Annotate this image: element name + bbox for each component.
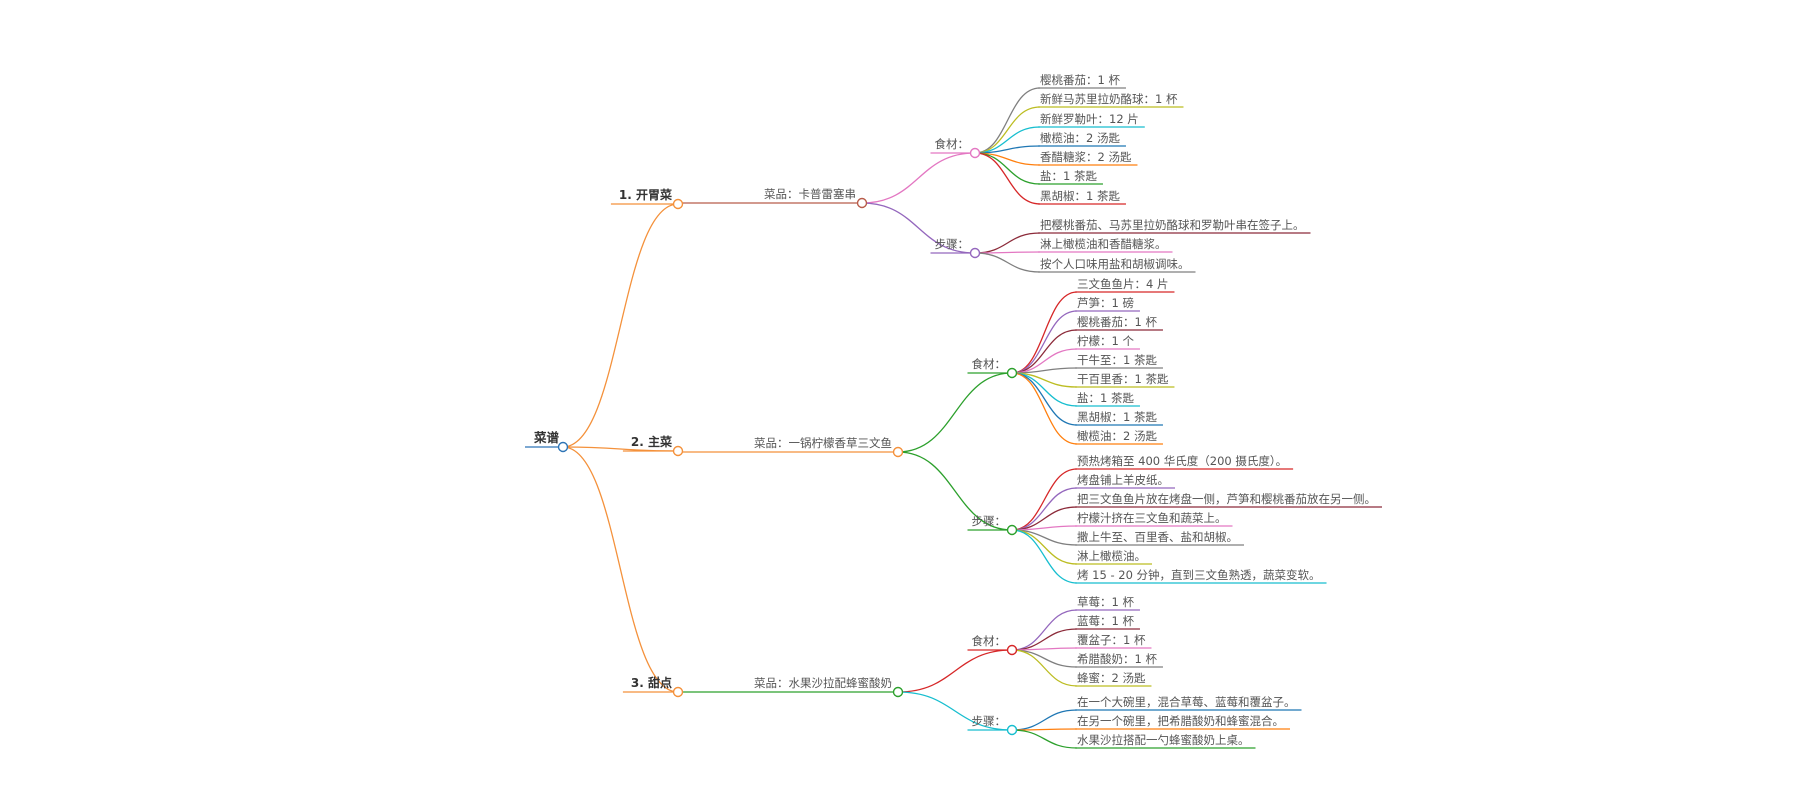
ingredients-1-item-edge: [974, 87, 1041, 154]
dish-label-2[interactable]: 菜品：一锅柠檬香草三文鱼: [754, 436, 892, 450]
steps-3-item[interactable]: 在一个大碗里，混合草莓、蓝莓和覆盆子。: [1077, 695, 1296, 709]
steps-2-item[interactable]: 撒上牛至、百里香、盐和胡椒。: [1077, 530, 1238, 544]
ingredients-3-item[interactable]: 蓝莓：1 杯: [1077, 614, 1134, 628]
steps-1-item[interactable]: 淋上橄榄油和香醋糖浆。: [1040, 237, 1167, 251]
ingredients-1-item[interactable]: 新鲜罗勒叶：12 片: [1040, 112, 1139, 126]
ingredients-2-item[interactable]: 干百里香：1 茶匙: [1077, 372, 1169, 386]
ingredients-2-item[interactable]: 三文鱼鱼片：4 片: [1077, 277, 1168, 291]
ingredients-2-item-edge: [1011, 372, 1078, 407]
ingredients-2-node[interactable]: [1006, 367, 1018, 379]
ingredients-2-label[interactable]: 食材：: [972, 357, 1007, 371]
course-title-3[interactable]: 3. 甜点: [631, 675, 672, 690]
steps-3-label[interactable]: 步骤：: [972, 714, 1007, 728]
steps-3-edge: [897, 691, 1013, 731]
steps-2-node[interactable]: [1006, 524, 1018, 536]
steps-1-item[interactable]: 把樱桃番茄、马苏里拉奶酪球和罗勒叶串在签子上。: [1040, 218, 1305, 232]
ingredients-3-node[interactable]: [1006, 644, 1018, 656]
root-label[interactable]: 菜谱: [533, 430, 560, 445]
steps-1-node[interactable]: [969, 247, 981, 259]
steps-1-label[interactable]: 步骤：: [935, 237, 970, 251]
steps-3-node[interactable]: [1006, 724, 1018, 736]
ingredients-3-item-edge: [1011, 628, 1078, 651]
steps-2-label[interactable]: 步骤：: [972, 514, 1007, 528]
dish-label-3[interactable]: 菜品：水果沙拉配蜂蜜酸奶: [754, 676, 892, 690]
course-node-2[interactable]: [672, 445, 684, 457]
mindmap-nodes: 菜谱1. 开胃菜菜品：卡普雷塞串食材：樱桃番茄：1 杯新鲜马苏里拉奶酪球：1 杯…: [533, 73, 1376, 747]
root-node[interactable]: [557, 441, 569, 453]
steps-1-edge: [861, 202, 976, 254]
ingredients-2-edge: [897, 372, 1013, 453]
ingredients-3-edge: [897, 649, 1013, 693]
ingredients-2-item[interactable]: 盐：1 茶匙: [1077, 391, 1134, 405]
steps-3-item-edge: [1011, 709, 1078, 731]
steps-2-item[interactable]: 烤 15 - 20 分钟，直到三文鱼熟透，蔬菜变软。: [1077, 568, 1321, 582]
ingredients-1-item[interactable]: 黑胡椒：1 茶匙: [1040, 189, 1120, 203]
ingredients-3-item-edge: [1011, 649, 1078, 687]
course-node-3[interactable]: [672, 686, 684, 698]
ingredients-1-label[interactable]: 食材：: [935, 137, 970, 151]
steps-2-item-edge: [1011, 487, 1078, 531]
ingredients-2-item-edge: [1011, 372, 1078, 445]
dish-node-2[interactable]: [892, 446, 904, 458]
ingredients-2-item[interactable]: 芦笋：1 磅: [1077, 296, 1134, 310]
ingredients-1-item[interactable]: 盐：1 茶匙: [1040, 169, 1097, 183]
mindmap-edges: [525, 87, 1382, 749]
steps-2-item[interactable]: 柠檬汁挤在三文鱼和蔬菜上。: [1077, 511, 1227, 525]
ingredients-3-item[interactable]: 草莓：1 杯: [1077, 595, 1134, 609]
ingredients-2-item[interactable]: 干牛至：1 茶匙: [1077, 353, 1157, 367]
ingredients-1-item[interactable]: 新鲜马苏里拉奶酪球：1 杯: [1040, 92, 1178, 106]
steps-2-item[interactable]: 烤盘铺上羊皮纸。: [1077, 473, 1169, 487]
steps-2-item[interactable]: 预热烤箱至 400 华氏度（200 摄氏度）。: [1077, 454, 1287, 468]
course-edge-1: [562, 203, 679, 448]
dish-node-1[interactable]: [856, 197, 868, 209]
ingredients-2-item[interactable]: 橄榄油：2 汤匙: [1077, 429, 1157, 443]
ingredients-2-item[interactable]: 黑胡椒：1 茶匙: [1077, 410, 1157, 424]
course-edge-3: [562, 446, 679, 693]
steps-1-item-edge: [974, 232, 1041, 254]
ingredients-2-item-edge: [1011, 329, 1078, 374]
ingredients-3-label[interactable]: 食材：: [972, 634, 1007, 648]
ingredients-2-item-edge: [1011, 291, 1078, 374]
steps-2-item[interactable]: 把三文鱼鱼片放在烤盘一侧，芦笋和樱桃番茄放在另一侧。: [1077, 492, 1376, 506]
dish-node-3[interactable]: [892, 686, 904, 698]
steps-2-item-edge: [1011, 529, 1078, 584]
ingredients-1-item[interactable]: 樱桃番茄：1 杯: [1040, 73, 1120, 87]
course-title-1[interactable]: 1. 开胃菜: [619, 187, 672, 202]
steps-2-item[interactable]: 淋上橄榄油。: [1077, 549, 1146, 563]
steps-1-item[interactable]: 按个人口味用盐和胡椒调味。: [1040, 257, 1190, 271]
steps-2-edge: [897, 451, 1013, 531]
ingredients-3-item[interactable]: 蜂蜜：2 汤匙: [1077, 671, 1146, 685]
steps-3-item[interactable]: 水果沙拉搭配一勺蜂蜜酸奶上桌。: [1077, 733, 1250, 747]
ingredients-3-item-edge: [1011, 609, 1078, 651]
steps-2-item-edge: [1011, 468, 1078, 531]
ingredients-2-item[interactable]: 樱桃番茄：1 杯: [1077, 315, 1157, 329]
ingredients-1-edge: [861, 152, 976, 204]
ingredients-1-item-edge: [974, 106, 1041, 154]
steps-3-item-edge: [1011, 729, 1078, 749]
ingredients-1-item[interactable]: 橄榄油：2 汤匙: [1040, 131, 1120, 145]
steps-2-item-edge: [1011, 529, 1078, 565]
dish-label-1[interactable]: 菜品：卡普雷塞串: [764, 187, 856, 201]
course-node-1[interactable]: [672, 198, 684, 210]
ingredients-3-item[interactable]: 希腊酸奶：1 杯: [1077, 652, 1157, 666]
course-title-2[interactable]: 2. 主菜: [631, 434, 672, 449]
steps-3-item[interactable]: 在另一个碗里，把希腊酸奶和蜂蜜混合。: [1077, 714, 1284, 728]
ingredients-2-item-edge: [1011, 372, 1078, 426]
ingredients-1-item-edge: [974, 152, 1041, 205]
ingredients-1-item[interactable]: 香醋糖浆：2 汤匙: [1040, 150, 1132, 164]
steps-1-item-edge: [974, 252, 1041, 273]
ingredients-3-item-edge: [1011, 649, 1078, 668]
ingredients-1-node[interactable]: [969, 147, 981, 159]
ingredients-3-item[interactable]: 覆盆子：1 杯: [1077, 633, 1146, 647]
ingredients-2-item[interactable]: 柠檬：1 个: [1077, 334, 1134, 348]
ingredients-2-item-edge: [1011, 310, 1078, 374]
